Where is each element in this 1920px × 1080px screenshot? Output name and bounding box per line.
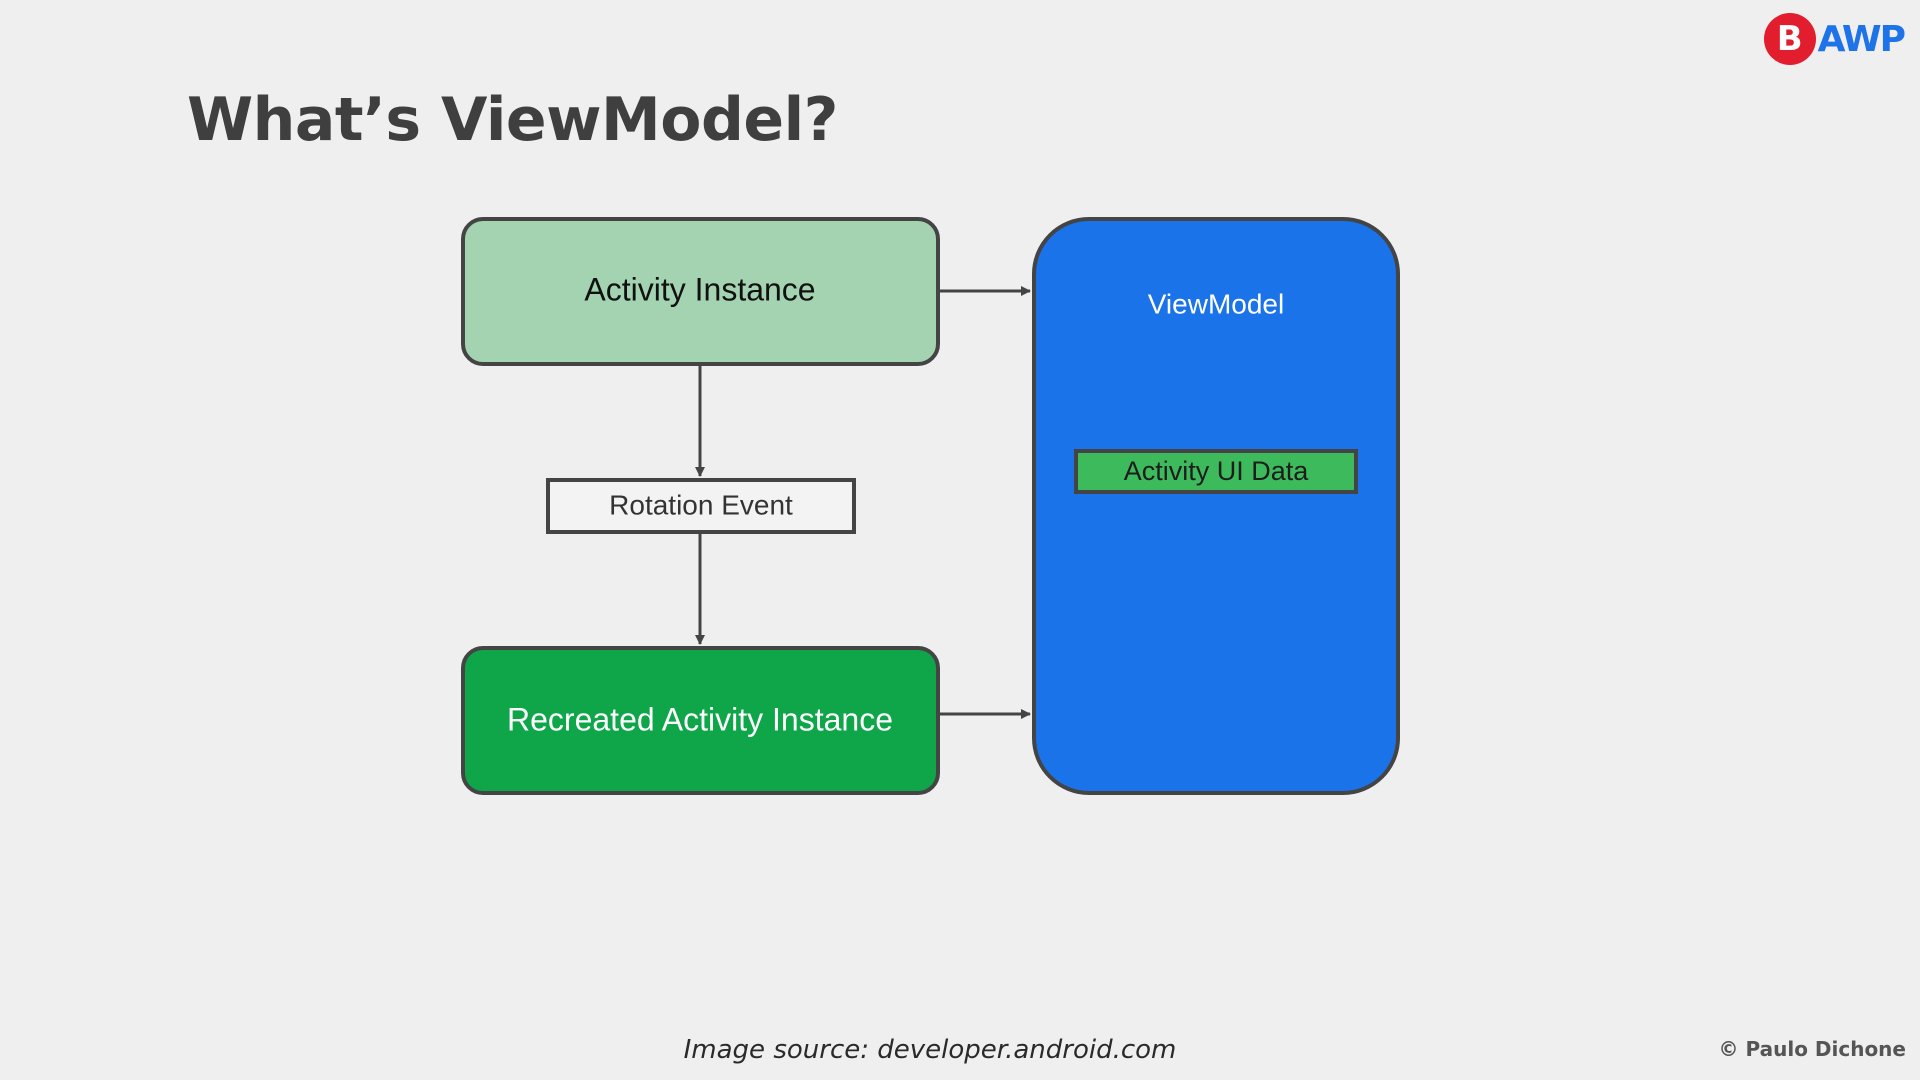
activity-instance-label: Activity Instance bbox=[584, 271, 815, 307]
recreated-activity-node: Recreated Activity Instance bbox=[461, 646, 940, 795]
rotation-event-label: Rotation Event bbox=[609, 489, 793, 520]
recreated-activity-label: Recreated Activity Instance bbox=[507, 701, 893, 737]
rotation-event-box bbox=[546, 478, 856, 534]
logo-badge: B bbox=[1763, 13, 1816, 65]
activity-instance-node: Activity Instance bbox=[461, 217, 940, 366]
rotation-event-node: Rotation Event bbox=[546, 478, 856, 534]
recreated-activity-box bbox=[461, 646, 940, 795]
logo-text: AWP bbox=[1817, 18, 1906, 60]
viewmodel-label: ViewModel bbox=[1148, 288, 1284, 319]
activity-ui-data-box bbox=[1074, 449, 1358, 494]
brand-logo: B AWP bbox=[1763, 12, 1906, 66]
slide-title: What’s ViewModel? bbox=[187, 85, 838, 155]
copyright-notice: © Paulo Dichone bbox=[1718, 1037, 1906, 1061]
image-source-caption: Image source: developer.android.com bbox=[683, 1035, 1177, 1065]
viewmodel-box bbox=[1032, 217, 1400, 795]
activity-ui-data-label: Activity UI Data bbox=[1124, 456, 1310, 486]
viewmodel-node: ViewModel Activity UI Data bbox=[1032, 217, 1400, 795]
activity-instance-box bbox=[461, 217, 940, 366]
